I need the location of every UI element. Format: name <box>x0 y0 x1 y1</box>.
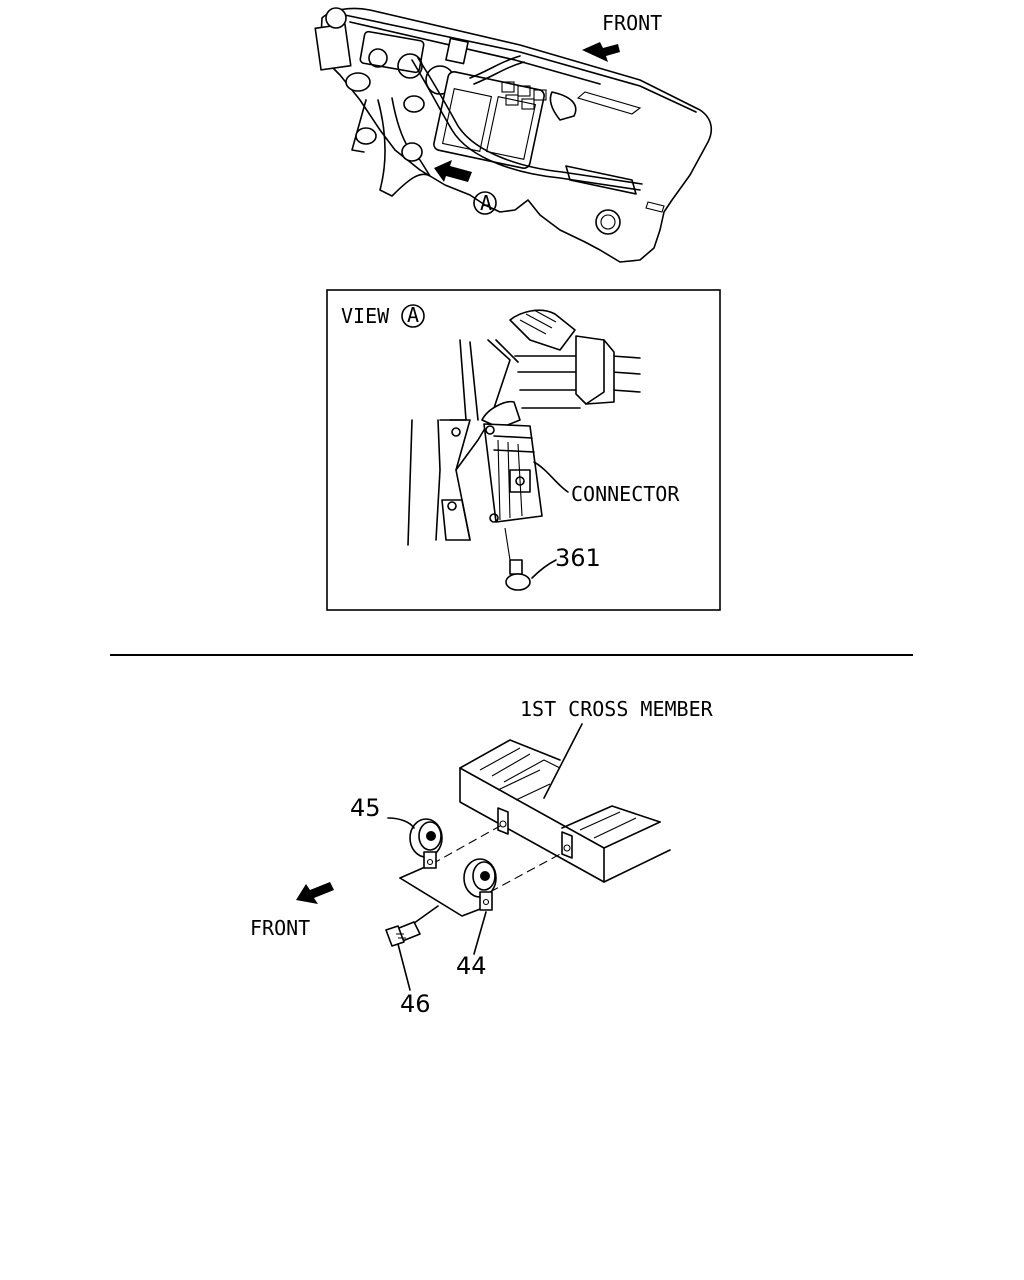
leader-46 <box>397 943 411 991</box>
horn-45-icon <box>409 818 443 869</box>
part-number-46: 46 <box>400 990 431 1018</box>
mount-line-45 <box>431 825 501 865</box>
part-number-45: 45 <box>350 794 381 822</box>
inset-title: VIEW <box>341 304 390 328</box>
front-arrow-top-icon <box>582 42 620 62</box>
bolt-46-icon <box>385 921 421 947</box>
inset-title-marker-circle <box>401 304 425 328</box>
front-label-top: FRONT <box>602 11 662 35</box>
mount-line-44 <box>489 851 565 893</box>
view-a-inset-frame <box>326 289 721 611</box>
part-number-361: 361 <box>555 544 601 572</box>
connector-label: CONNECTOR <box>571 482 680 506</box>
front-label-bottom: FRONT <box>250 916 310 940</box>
inset-title-marker: A <box>407 303 419 327</box>
view-marker-top: A <box>480 191 492 215</box>
leader-45 <box>387 817 415 829</box>
cross-member-label: 1ST CROSS MEMBER <box>520 697 714 721</box>
part-number-44: 44 <box>456 952 487 980</box>
leader-44 <box>473 911 487 955</box>
connector-illustration <box>407 309 641 591</box>
dashboard-illustration <box>314 7 713 263</box>
cross-member-illustration <box>459 723 671 883</box>
horn-44-icon <box>463 858 497 911</box>
front-arrow-bottom-icon <box>296 882 334 904</box>
